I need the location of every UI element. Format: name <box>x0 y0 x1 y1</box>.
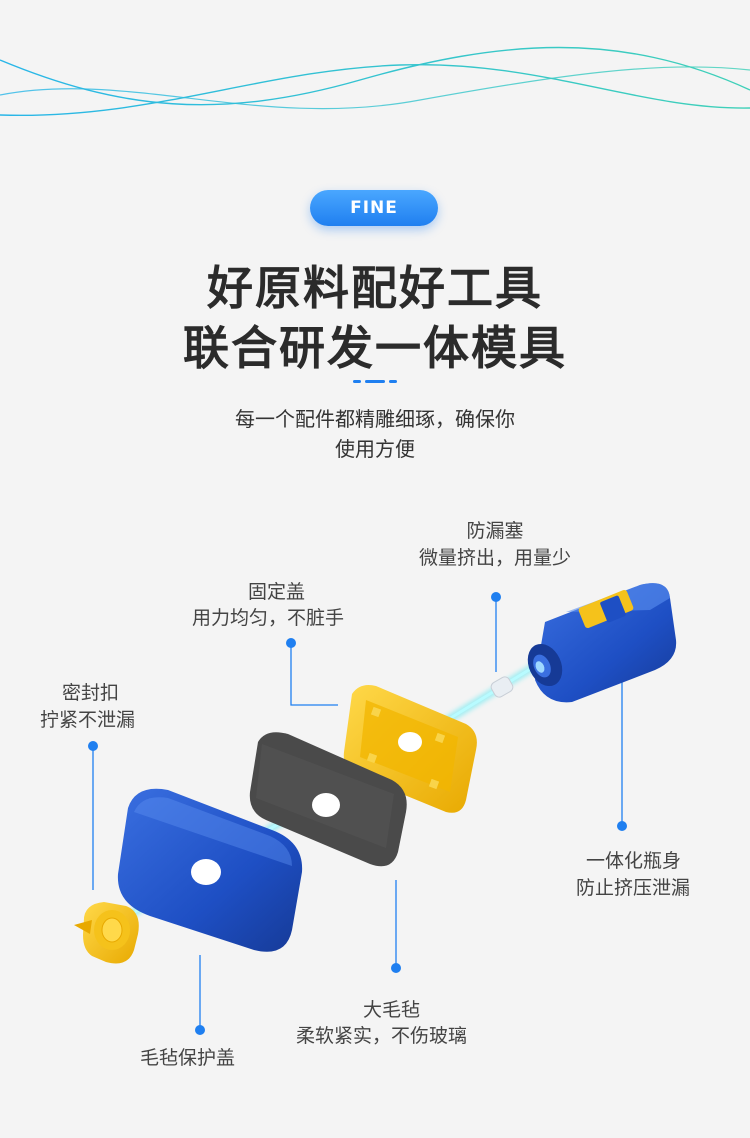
sealing-cap-part <box>74 902 139 964</box>
bottle-part <box>527 583 677 703</box>
felt-guard-cover-part <box>117 788 303 952</box>
dot-plug <box>491 592 501 602</box>
headline-line-1: 好原料配好工具 <box>207 261 543 315</box>
callout-bottle-title: 一体化瓶身 <box>586 850 682 872</box>
callout-felt-text: 柔软紧实，不伤玻璃 <box>296 1025 468 1047</box>
dot-cover <box>286 638 296 648</box>
divider-dash-right <box>389 380 397 383</box>
headline-line-2: 联合研发一体模具 <box>183 321 567 375</box>
fine-badge-label: FINE <box>350 198 398 218</box>
fine-badge: FINE <box>310 190 438 226</box>
callout-cover-title: 固定盖 <box>248 581 306 603</box>
description-line-2: 使用方便 <box>335 437 415 461</box>
background-waves <box>0 46 750 117</box>
callout-bottle-text: 防止挤压泄漏 <box>576 877 691 899</box>
callout-plug-title: 防漏塞 <box>466 520 524 542</box>
dot-bottle <box>617 821 627 831</box>
callout-cap-title: 密封扣 <box>62 682 120 704</box>
divider-dash-left <box>353 380 361 383</box>
dot-guard <box>195 1025 205 1035</box>
callout-connectors <box>92 597 623 1030</box>
description-line-1: 每一个配件都精雕细琢，确保你 <box>235 407 515 431</box>
dot-cap <box>88 741 98 751</box>
callout-plug-text: 微量挤出，用量少 <box>418 547 571 569</box>
callout-guard-title: 毛毡保护盖 <box>140 1047 236 1069</box>
dot-felt <box>391 963 401 973</box>
anti-leak-plug-part <box>490 676 514 698</box>
callout-cap-text: 拧紧不泄漏 <box>40 709 136 731</box>
connector-cover <box>290 643 338 706</box>
callout-cover-text: 用力均匀，不脏手 <box>192 607 345 629</box>
felt-pad-part <box>249 732 407 867</box>
callout-dots <box>88 592 627 1035</box>
callout-felt-title: 大毛毡 <box>363 999 421 1021</box>
divider-dash-center <box>365 380 385 383</box>
